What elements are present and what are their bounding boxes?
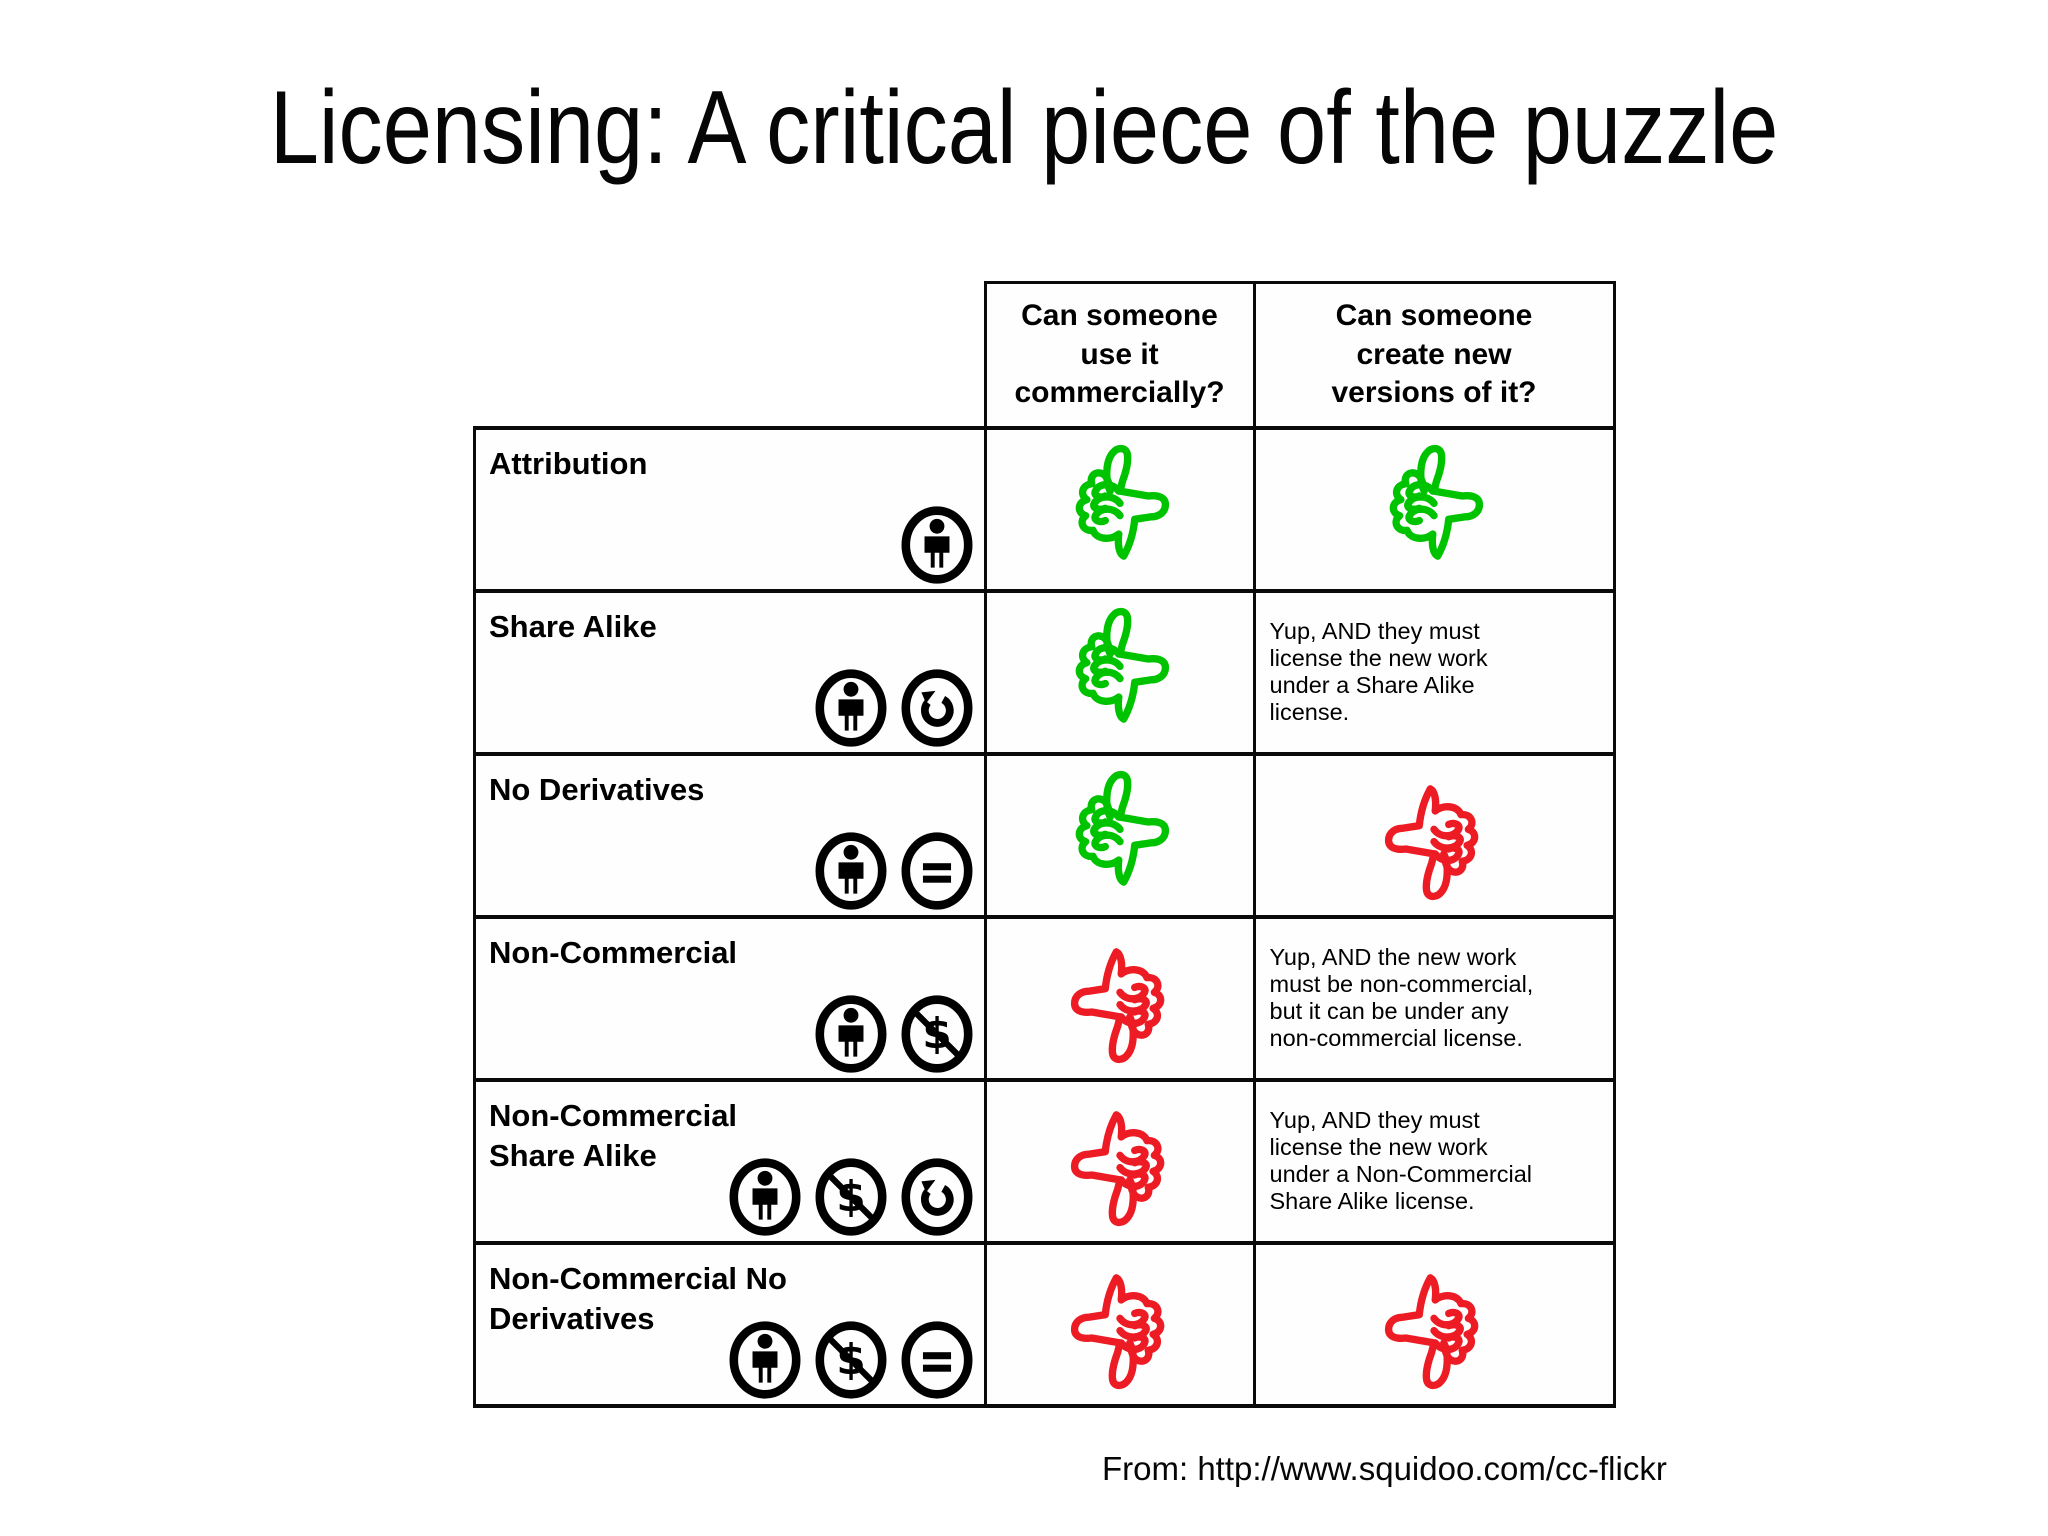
thumbs-up-icon [1064,442,1176,577]
license-cell: Non-Commercial No Derivatives [473,1240,987,1408]
license-icons [898,506,976,584]
license-icons [812,832,976,910]
derivatives-note-cell: Yup, AND the new work must be non-commer… [1252,914,1616,1082]
license-icons [726,1158,976,1236]
license-label: Non-Commercial [489,934,738,970]
derivatives-note-cell: Yup, AND they must license the new work … [1252,1077,1616,1245]
table-row-attribution: Attribution [473,425,1616,593]
header-corner-cell [474,282,985,428]
commercial-verdict-cell [983,914,1256,1082]
attribution-icon [812,669,890,747]
non-commercial-icon [812,1321,890,1399]
header-row: Can someone use it commercially? Can som… [474,281,1616,429]
header-derivatives-question: Can someone create new versions of it? [1252,281,1616,429]
table-row-non-commercial-share-alike: Non-Commercial Share Alike Yup, AND they… [473,1077,1616,1245]
header-commercial-question: Can someone use it commercially? [983,281,1256,429]
no-derivatives-icon [898,1321,976,1399]
commercial-verdict-cell [983,1240,1256,1408]
license-label: No Derivatives [489,771,705,807]
attribution-icon [726,1158,804,1236]
no-derivatives-icon [898,832,976,910]
attribution-icon [812,995,890,1073]
table-row-non-commercial: Non-Commercial Yup, AND the new work mus… [473,914,1616,1082]
license-cell: Share Alike [473,588,987,756]
table-row-non-commercial-no-derivatives: Non-Commercial No Derivatives [473,1240,1616,1408]
table-row-share-alike: Share Alike Yup, AND they must license t… [473,588,1616,756]
attribution-icon [726,1321,804,1399]
license-label: Share Alike [489,608,657,644]
license-label: Non-Commercial Share Alike [489,1097,738,1173]
commercial-verdict-cell [983,751,1256,919]
source-credit: From: http://www.squidoo.com/cc-flickr [1102,1450,1667,1487]
derivatives-note-cell: Yup, AND they must license the new work … [1252,588,1616,756]
commercial-verdict-cell [983,1077,1256,1245]
attribution-icon [812,832,890,910]
table-row-no-derivatives: No Derivatives [473,751,1616,919]
license-cell: Non-Commercial [473,914,987,1082]
thumbs-up-icon [1378,442,1490,577]
thumbs-down-icon [1378,1257,1490,1392]
license-icons [812,669,976,747]
thumbs-down-icon [1378,768,1490,903]
license-table: Can someone use it commercially? Can som… [473,281,1616,1408]
thumbs-up-icon [1064,768,1176,903]
derivatives-verdict-cell [1252,425,1616,593]
license-icons [726,1321,976,1399]
thumbs-down-icon [1064,1257,1176,1392]
thumbs-down-icon [1064,1094,1176,1229]
attribution-icon [898,506,976,584]
license-cell: Attribution [473,425,987,593]
share-alike-icon [898,1158,976,1236]
license-icons [812,995,976,1073]
thumbs-down-icon [1064,931,1176,1066]
page-title: Licensing: A critical piece of the puzzl… [269,70,1779,186]
derivatives-verdict-cell [1252,751,1616,919]
license-label: Attribution [489,445,648,481]
commercial-verdict-cell [983,588,1256,756]
commercial-verdict-cell [983,425,1256,593]
non-commercial-icon [898,995,976,1073]
license-cell: No Derivatives [473,751,987,919]
license-cell: Non-Commercial Share Alike [473,1077,987,1245]
license-label: Non-Commercial No Derivatives [489,1260,787,1336]
share-alike-icon [898,669,976,747]
derivatives-verdict-cell [1252,1240,1616,1408]
non-commercial-icon [812,1158,890,1236]
thumbs-up-icon [1064,605,1176,740]
license-table-wrap: Can someone use it commercially? Can som… [473,281,1616,1408]
